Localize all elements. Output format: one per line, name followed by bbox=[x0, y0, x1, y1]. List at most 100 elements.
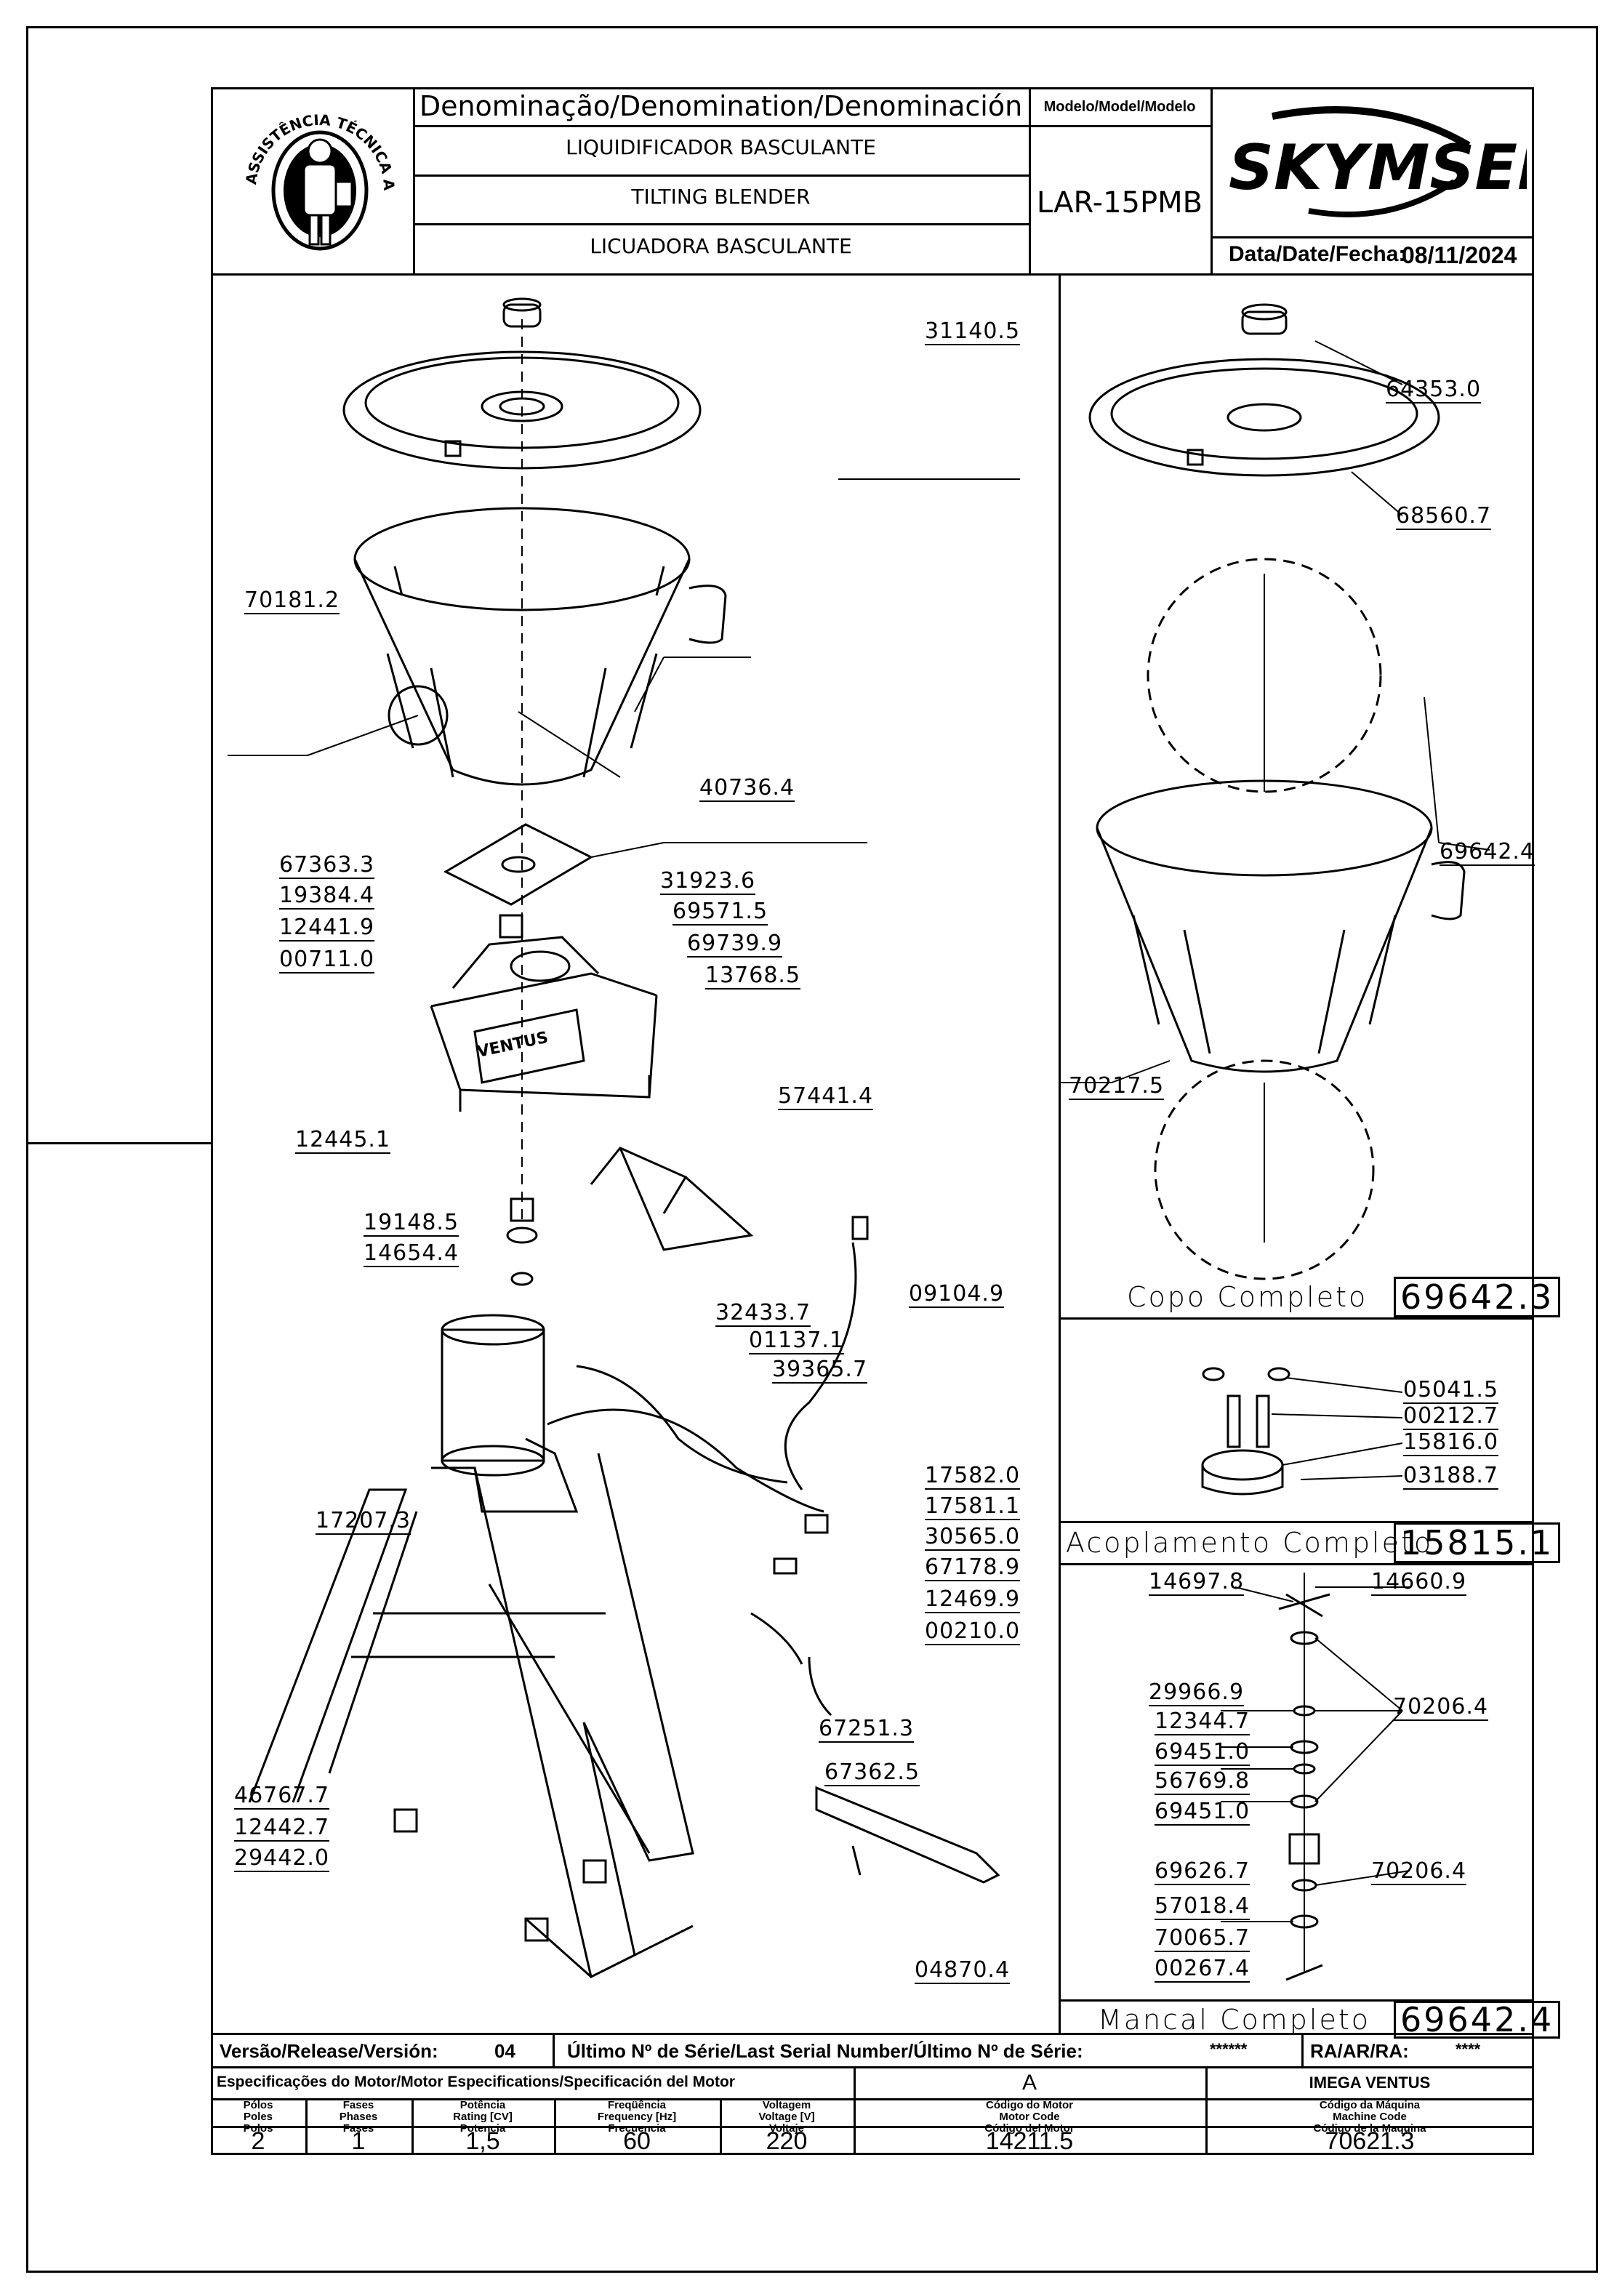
part-label: 57441.4 bbox=[778, 1083, 874, 1110]
acoplamento-part-label: 05041.5 bbox=[1403, 1377, 1499, 1404]
part-label: 17581.1 bbox=[925, 1493, 1021, 1520]
header-div-1 bbox=[413, 87, 415, 273]
part-label: 29442.0 bbox=[234, 1845, 330, 1872]
col-motor-code: Código do Motor Motor Code Código del Mo… bbox=[984, 2099, 1075, 2135]
voltage-value: 220 bbox=[766, 2127, 808, 2155]
version-label: Versão/Release/Versión: bbox=[220, 2040, 438, 2062]
part-label: 01137.1 bbox=[749, 1328, 845, 1354]
main-exploded-view: VENTUS bbox=[228, 297, 1020, 1979]
mancal-top-line bbox=[1059, 1999, 1534, 2002]
part-label: 12441.9 bbox=[279, 915, 375, 942]
copo-part-label: 68560.7 bbox=[1396, 503, 1492, 530]
col-frequency: Freqüência Frequency [Hz] Frecuencia bbox=[597, 2099, 677, 2135]
header-div-3 bbox=[1211, 87, 1213, 273]
mancal-part-label: 69451.0 bbox=[1155, 1739, 1250, 1766]
part-label: 32433.7 bbox=[715, 1300, 811, 1327]
ra-value: **** bbox=[1456, 2040, 1481, 2058]
footer-vline-2 bbox=[411, 2098, 414, 2155]
acoplamento-title: Acoplamento Completo bbox=[1066, 1527, 1434, 1559]
copo-part-label: 70217.5 bbox=[1069, 1073, 1165, 1100]
header-hline-4 bbox=[1029, 125, 1211, 127]
col-poles: Pólos Poles Polos bbox=[243, 2099, 273, 2135]
part-label: 31140.5 bbox=[925, 318, 1021, 345]
acoplamento-part-label: 15816.0 bbox=[1403, 1429, 1499, 1456]
part-label: 69739.9 bbox=[687, 931, 783, 958]
part-label: 69571.5 bbox=[673, 899, 768, 926]
part-label: 70181.2 bbox=[244, 587, 340, 614]
col-power: Potência Rating [CV] Potencia bbox=[453, 2099, 513, 2135]
part-label: 67178.9 bbox=[925, 1554, 1021, 1581]
mancal-part-label: 70206.4 bbox=[1393, 1694, 1489, 1721]
part-label: 67251.3 bbox=[819, 1716, 915, 1743]
version-value: 04 bbox=[494, 2040, 515, 2062]
col-machine-code: Código da Máquina Machine Code Código de… bbox=[1313, 2099, 1426, 2135]
footer-line-4 bbox=[211, 2126, 1534, 2128]
mancal-view bbox=[1221, 1573, 1410, 1981]
mancal-part-label: 57018.4 bbox=[1155, 1893, 1250, 1920]
copo-title: Copo Completo bbox=[1127, 1281, 1368, 1313]
acoplamento-part-label: 00212.7 bbox=[1403, 1403, 1499, 1430]
footer-vline-4 bbox=[720, 2098, 722, 2155]
header-div-2 bbox=[1029, 87, 1031, 273]
part-label: 17582.0 bbox=[925, 1463, 1021, 1490]
copo-part-label: 69642.4 bbox=[1440, 839, 1535, 866]
acoplamento-top-line bbox=[1059, 1521, 1534, 1523]
col-phases: Fases Phases Fases bbox=[339, 2099, 378, 2135]
part-label: 19148.5 bbox=[364, 1210, 459, 1237]
model-value: LAR-15PMB bbox=[1036, 186, 1203, 220]
frequency-value: 60 bbox=[623, 2127, 651, 2155]
name-pt: LIQUIDIFICADOR BASCULANTE bbox=[566, 135, 876, 159]
footer-line-2 bbox=[211, 2066, 1534, 2068]
footer-line-3 bbox=[211, 2098, 1534, 2100]
motor-spec-label: Especificações do Motor/Motor Especifica… bbox=[217, 2074, 735, 2090]
part-label: 40736.4 bbox=[699, 775, 795, 802]
header-hline-3 bbox=[413, 223, 1029, 225]
authorized-service-stamp: ASSISTÊNCIA TÉCNICA AUTORIZADA bbox=[240, 95, 398, 251]
machine-code-value: 70621.3 bbox=[1325, 2127, 1415, 2155]
mancal-part-label: 12344.7 bbox=[1155, 1709, 1250, 1735]
header-hline-5 bbox=[1211, 236, 1534, 238]
part-label: 00711.0 bbox=[279, 947, 375, 974]
ra-label: RA/AR/RA: bbox=[1310, 2040, 1409, 2062]
serial-label: Último Nº de Série/Last Serial Number/Úl… bbox=[567, 2040, 1083, 2062]
footer-vline-a bbox=[553, 2033, 555, 2066]
copo-bottom-line bbox=[1059, 1317, 1534, 1320]
model-label: Modelo/Model/Modelo bbox=[1043, 99, 1196, 115]
header-hline-2 bbox=[413, 174, 1029, 177]
maker: IMEGA VENTUS bbox=[1309, 2074, 1431, 2092]
poles-value: 2 bbox=[251, 2127, 265, 2155]
part-label: 12469.9 bbox=[925, 1586, 1021, 1613]
name-en: TILTING BLENDER bbox=[631, 185, 811, 209]
part-label: 12445.1 bbox=[295, 1127, 391, 1154]
svg-text:SKYMSEN: SKYMSEN bbox=[1229, 132, 1527, 204]
footer-vline-3 bbox=[554, 2098, 556, 2155]
part-label: 39365.7 bbox=[772, 1357, 868, 1384]
copo-part-label: 64353.0 bbox=[1386, 377, 1482, 404]
mancal-code: 69642.4 bbox=[1394, 2001, 1561, 2039]
drawing-frame bbox=[211, 87, 1534, 2155]
mancal-part-label: 70065.7 bbox=[1155, 1925, 1250, 1952]
part-label: 00210.0 bbox=[925, 1618, 1021, 1645]
mancal-part-label: 29966.9 bbox=[1149, 1679, 1245, 1706]
footer-vline-d bbox=[1205, 2066, 1208, 2155]
footer-vline-b bbox=[1301, 2033, 1304, 2066]
mancal-part-label: 14697.8 bbox=[1149, 1569, 1245, 1596]
copo-completo-view bbox=[1061, 303, 1490, 1280]
name-es: LICUADORA BASCULANTE bbox=[590, 234, 852, 258]
date-label: Data/Date/Fecha: bbox=[1229, 242, 1406, 266]
acoplamento-bottom-line bbox=[1059, 1563, 1534, 1565]
part-label: 12442.7 bbox=[234, 1815, 330, 1842]
part-label: 31923.6 bbox=[660, 868, 756, 895]
mancal-part-label: 00267.4 bbox=[1155, 1956, 1250, 1983]
part-label: 30565.0 bbox=[925, 1524, 1021, 1551]
mancal-part-label: 69626.7 bbox=[1155, 1858, 1250, 1885]
part-label: 14654.4 bbox=[364, 1240, 459, 1267]
mancal-part-label: 56769.8 bbox=[1155, 1768, 1250, 1795]
footer-line-1 bbox=[211, 2033, 1534, 2035]
mancal-title: Mancal Completo bbox=[1098, 2004, 1370, 2036]
part-label: 46767.7 bbox=[234, 1783, 330, 1810]
footer-vline-c bbox=[854, 2066, 856, 2155]
col-voltage: Voltagem Voltage [V] Voltaje bbox=[758, 2099, 815, 2135]
copo-code: 69642.3 bbox=[1394, 1277, 1561, 1317]
motor-code-value: 14211.5 bbox=[985, 2127, 1074, 2155]
